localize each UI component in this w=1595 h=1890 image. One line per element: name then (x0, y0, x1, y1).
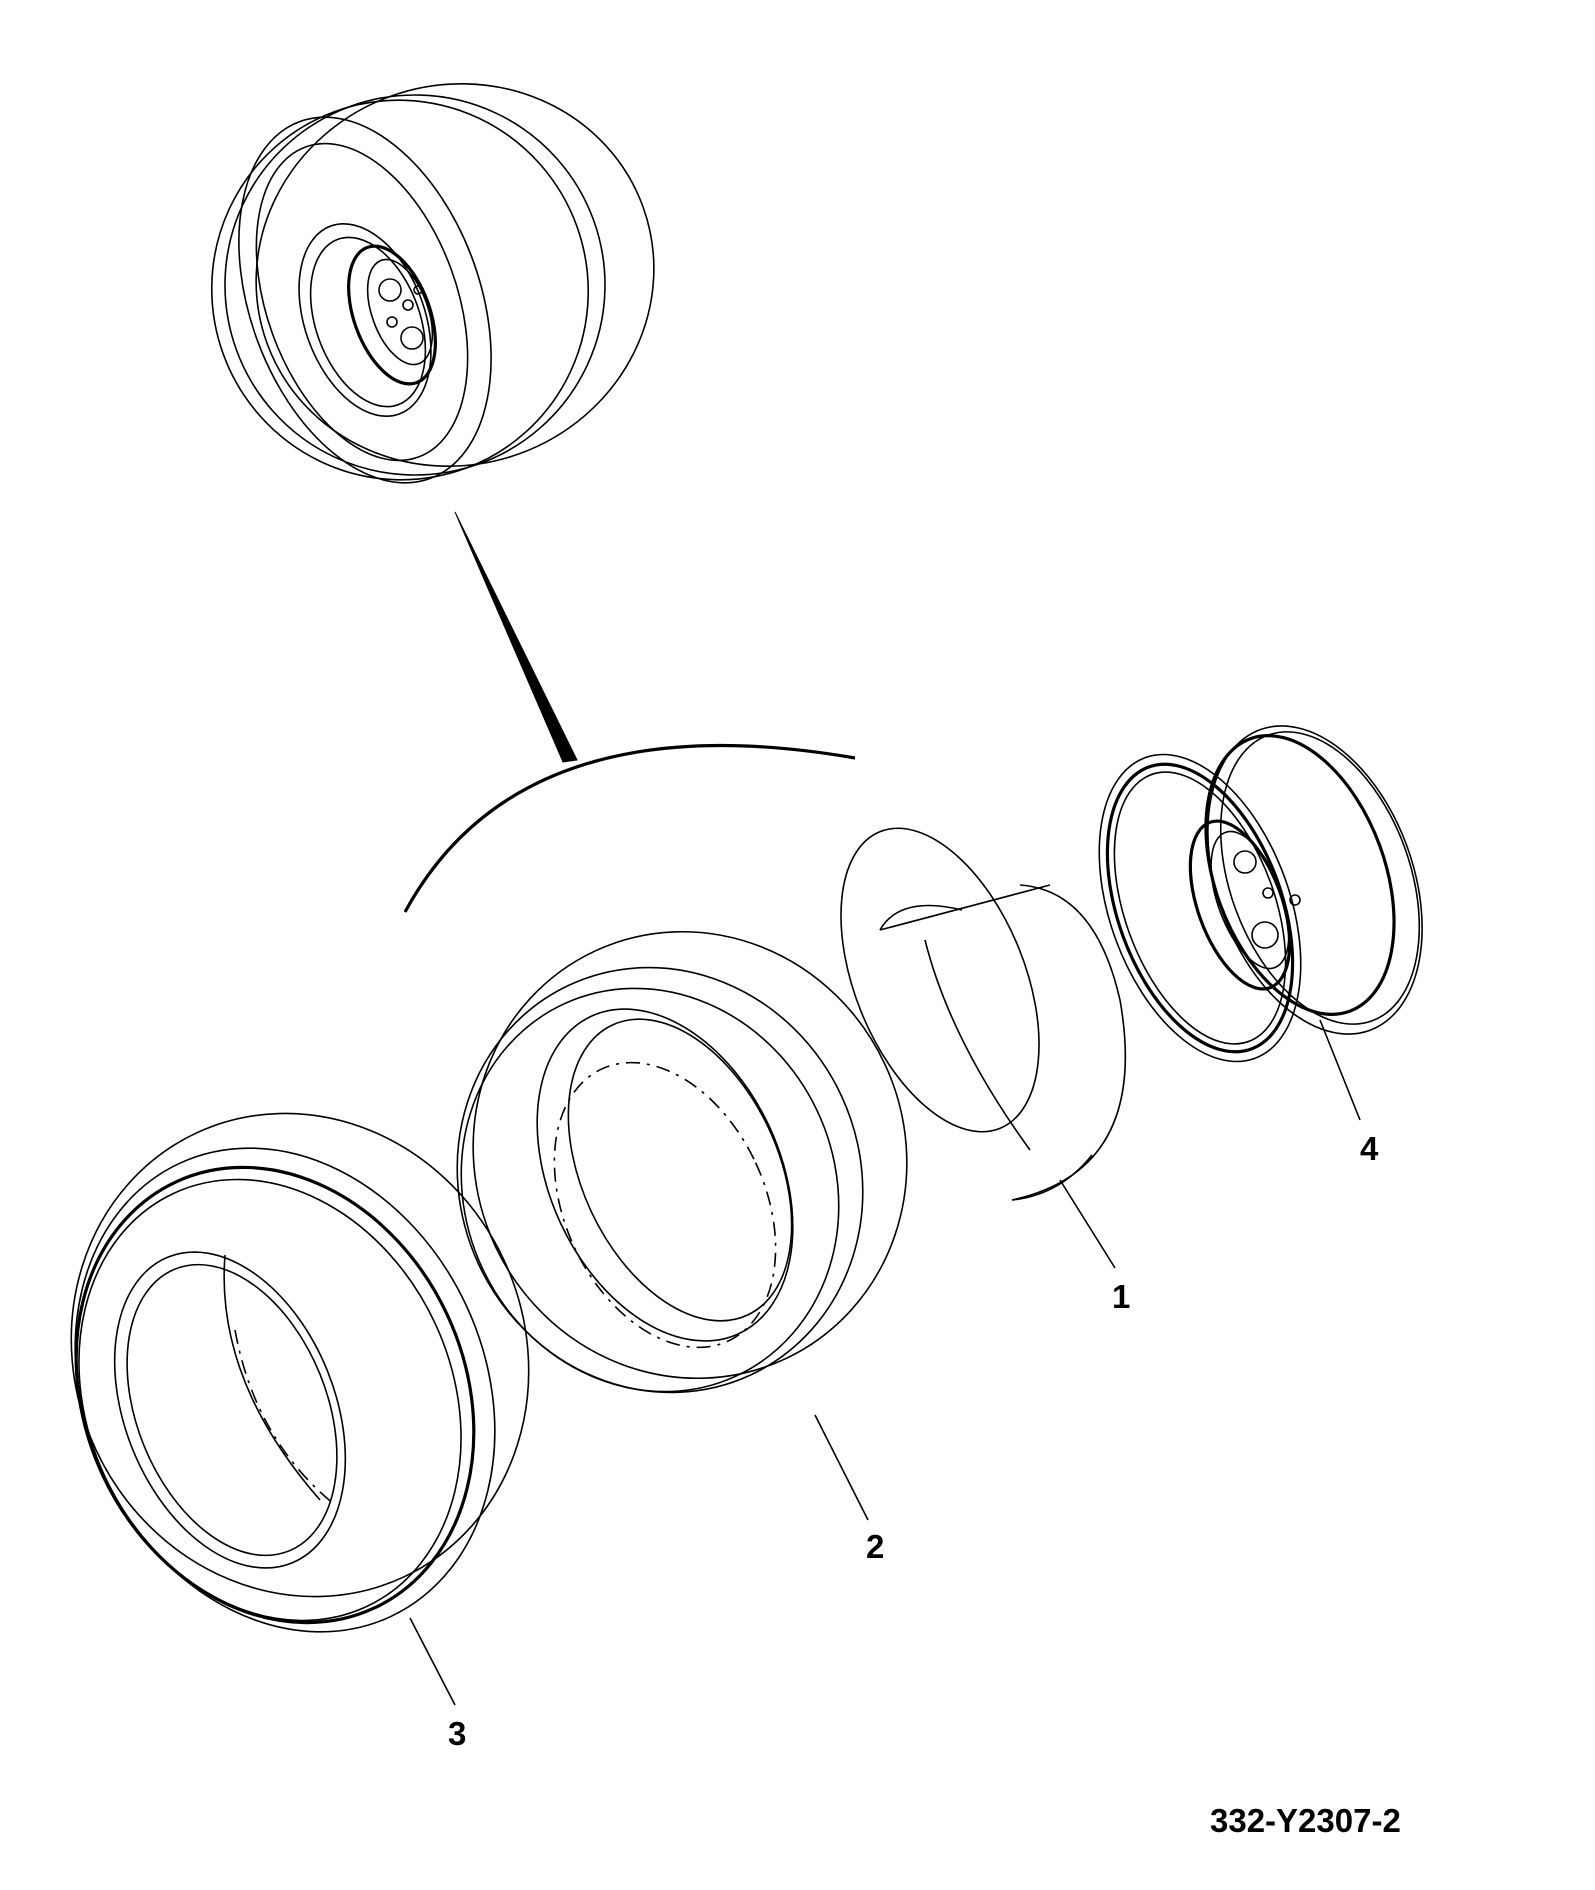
detail-leader (403, 511, 856, 913)
callout-2: 2 (866, 1528, 884, 1565)
part-4-rim (1098, 725, 1423, 1121)
part-1-band (840, 827, 1127, 1269)
assembled-wheel (210, 83, 655, 484)
part-3-tire (70, 1112, 530, 1706)
callout-4: 4 (1360, 1130, 1379, 1167)
callout-1: 1 (1112, 1278, 1130, 1315)
callout-3: 3 (448, 1715, 466, 1752)
figure-number: 332-Y2307-2 (1210, 1802, 1401, 1839)
part-2-tire (456, 930, 908, 1521)
